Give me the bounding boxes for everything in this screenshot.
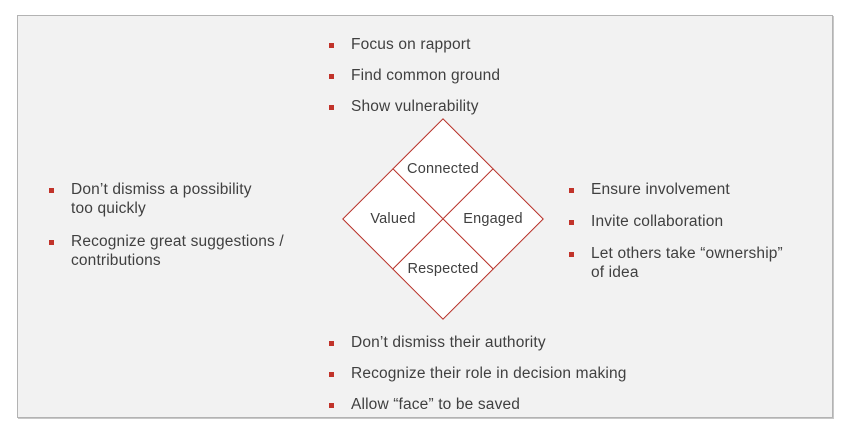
square-bullet-icon [569,252,574,257]
square-bullet-icon [329,74,334,79]
list-item: Recognize their role in decision making [329,364,689,383]
list-item: Ensure involvement [569,180,834,199]
square-bullet-icon [569,220,574,225]
list-item: Invite collaboration [569,212,834,231]
bullet-label: Recognize their role in decision making [351,365,627,382]
bullet-group-right: Ensure involvement Invite collaboration … [569,180,834,295]
list-item: Show vulnerability [329,97,649,116]
square-bullet-icon [329,372,334,377]
square-bullet-icon [49,188,54,193]
bullet-group-bottom: Don’t dismiss their authority Recognize … [329,333,689,414]
list-item: Find common ground [329,66,649,85]
diamond-cluster-diagram: Connected Valued Engaged Respected [340,116,555,331]
list-item: Don’t dismiss their authority [329,333,689,352]
bullet-label: Show vulnerability [351,98,479,115]
bullet-group-top: Focus on rapport Find common ground Show… [329,35,649,116]
list-item: Let others take “ownership” of idea [569,244,834,282]
bullet-label: Let others take “ownership” of idea [591,245,783,281]
bullet-label: Focus on rapport [351,36,471,53]
bullet-group-left: Don’t dismiss a possibility too quickly … [49,180,304,284]
bullet-label: Allow “face” to be saved [351,396,521,413]
slide-canvas: Focus on rapport Find common ground Show… [17,15,833,418]
square-bullet-icon [49,240,54,245]
square-bullet-icon [329,341,334,346]
bullet-label: Find common ground [351,67,501,84]
square-bullet-icon [329,43,334,48]
bullet-label: Invite collaboration [591,213,724,230]
list-item: Recognize great suggestions / contributi… [49,232,304,270]
bullet-label: Ensure involvement [591,181,730,198]
bullet-label: Recognize great suggestions / contributi… [71,233,284,269]
list-item: Focus on rapport [329,35,649,54]
square-bullet-icon [329,403,334,408]
square-bullet-icon [569,188,574,193]
list-item: Don’t dismiss a possibility too quickly [49,180,304,218]
list-item: Allow “face” to be saved [329,395,689,414]
bullet-label: Don’t dismiss their authority [351,334,546,351]
square-bullet-icon [329,105,334,110]
bullet-label: Don’t dismiss a possibility too quickly [71,181,252,217]
